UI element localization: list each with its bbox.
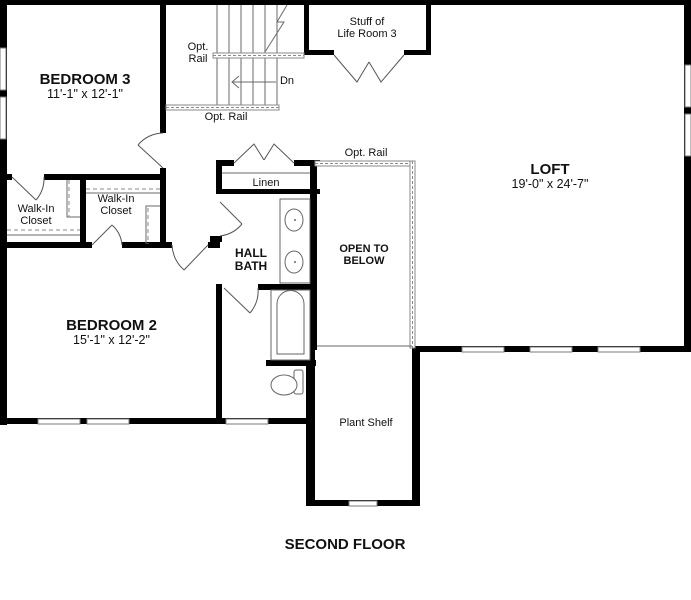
- room-label-open-to-below: OPEN TO BELOW: [327, 243, 401, 267]
- bath-fixtures: [270, 198, 311, 396]
- label-line: Opt.: [187, 41, 209, 53]
- room-label-loft: LOFT 19'-0" x 24'-7": [490, 162, 610, 191]
- label-line: Closet: [100, 204, 132, 217]
- floor-title: SECOND FLOOR: [284, 536, 406, 553]
- room-dimensions: 19'-0" x 24'-7": [511, 176, 589, 191]
- label-line: Rail: [188, 52, 208, 65]
- annotation-opt-rail-open: Opt. Rail: [344, 147, 388, 159]
- room-name: BEDROOM 3: [39, 71, 131, 88]
- label-line: BATH: [234, 258, 268, 273]
- room-label-bedroom-3: BEDROOM 3 11'-1" x 12'-1": [20, 72, 150, 101]
- annotation-opt-rail-upper: Opt. Rail: [180, 41, 216, 65]
- room-dimensions: 15'-1" x 12'-2": [73, 332, 150, 347]
- room-label-walk-in-closet-2: Walk-In Closet: [90, 193, 142, 217]
- label-line: OPEN TO: [339, 243, 389, 255]
- annotation-stair-down: Dn: [279, 75, 295, 87]
- annotation-opt-rail-stair: Opt. Rail: [204, 111, 248, 123]
- label-line: Closet: [20, 214, 52, 227]
- windows: [0, 47, 691, 507]
- label-line: Life Room 3: [337, 27, 397, 40]
- room-label-bedroom-2: BEDROOM 2 15'-1" x 12'-2": [44, 318, 179, 347]
- label-line: Walk-In: [17, 203, 55, 215]
- room-label-walk-in-closet-1: Walk-In Closet: [10, 203, 62, 227]
- doors: [11, 54, 405, 314]
- closet-shelving: [7, 172, 310, 244]
- room-label-linen: Linen: [252, 177, 280, 189]
- interior-walls: [0, 0, 431, 422]
- room-label-hall-bath: HALL BATH: [226, 247, 276, 272]
- label-line: HALL: [235, 246, 267, 260]
- optional-rails: [165, 52, 416, 349]
- room-label-plant-shelf: Plant Shelf: [339, 417, 393, 429]
- label-line: Stuff of: [349, 16, 385, 28]
- label-line: BELOW: [343, 254, 385, 267]
- toilet-icon: [270, 374, 298, 396]
- label-line: Walk-In: [97, 193, 135, 205]
- room-name: BEDROOM 2: [66, 317, 157, 334]
- room-name: LOFT: [530, 161, 570, 178]
- room-label-stuff-of-life-room: Stuff of Life Room 3: [322, 16, 412, 40]
- room-dimensions: 11'-1" x 12'-1": [47, 86, 123, 101]
